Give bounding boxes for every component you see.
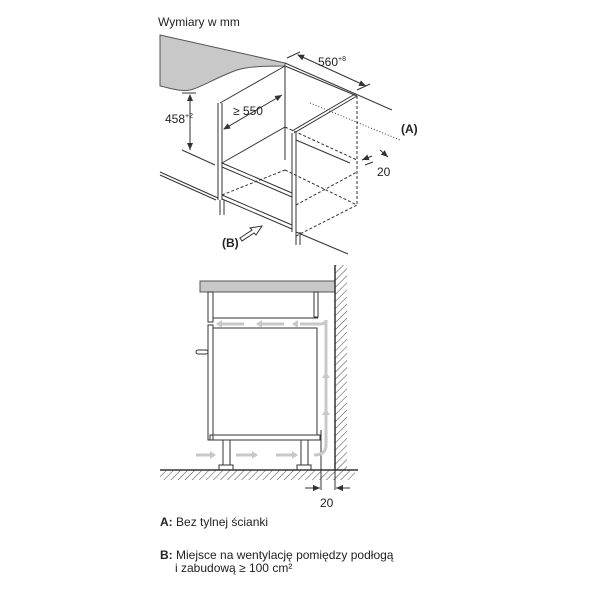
dim-gap-bottom-label: 20 — [320, 496, 334, 510]
appliance-body — [212, 327, 318, 436]
legend-b: B: Miejsce na wentylację pomiędzy podłog… — [160, 548, 394, 575]
title: Wymiary w mm — [158, 15, 240, 29]
legend-a: A: Bez tylnej ścianki — [160, 515, 269, 529]
dim-width-label: 560+8 — [318, 55, 347, 69]
wall-hatch — [335, 265, 347, 470]
isometric-cabinet-view — [159, 34, 401, 255]
worktop — [159, 34, 286, 91]
side-panel — [207, 324, 214, 441]
dim-560-arrow — [297, 54, 367, 87]
airflow-arrows — [196, 319, 330, 459]
ventilation-arrow-icon — [239, 225, 264, 242]
no-back-wall-marker — [309, 102, 401, 141]
dim-depth-label: ≥ 550 — [233, 104, 263, 118]
floor-hatch — [160, 470, 355, 480]
worktop-side — [199, 280, 336, 293]
dim-gap-top-label: 20 — [377, 165, 391, 179]
callout-b: (B) — [222, 236, 239, 250]
door-knob — [195, 349, 209, 355]
callout-a: (A) — [401, 122, 418, 136]
dim-height-label: 458+2 — [165, 112, 194, 126]
side-section-view — [160, 265, 358, 491]
dim-550-arrow — [223, 94, 283, 130]
